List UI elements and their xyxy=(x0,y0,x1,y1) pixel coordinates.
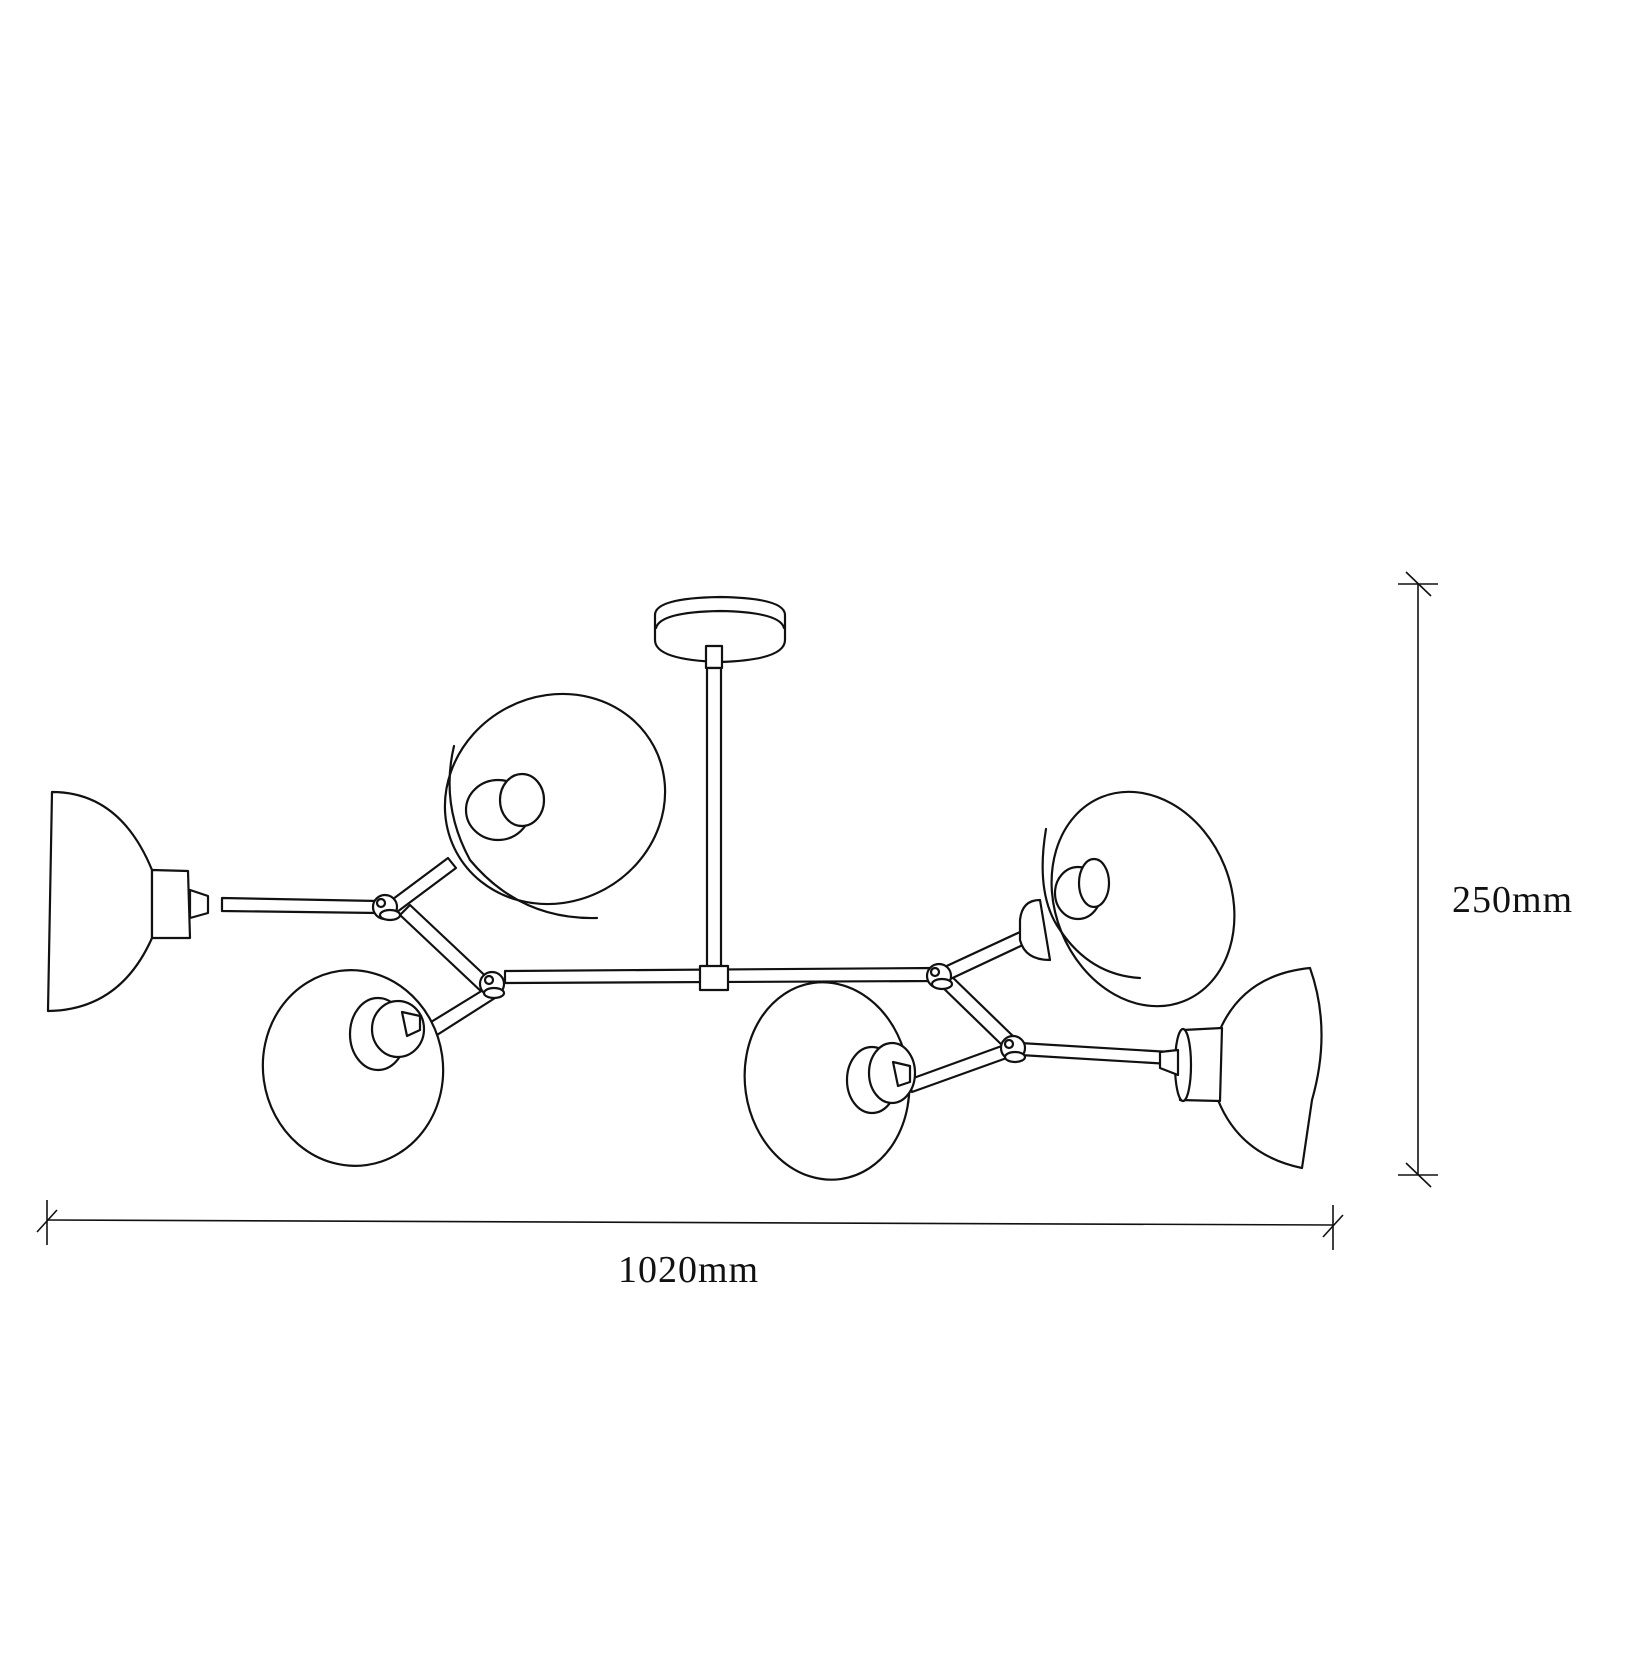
shade-lower-left xyxy=(261,969,445,1167)
height-dimension-line xyxy=(1398,571,1438,1188)
main-bar xyxy=(503,964,937,992)
shade-far-right xyxy=(1158,966,1323,1170)
shade-upper-right xyxy=(1018,790,1236,1008)
left-branch xyxy=(220,856,506,1044)
shade-lower-middle xyxy=(743,981,917,1181)
width-dimension-label: 1020mm xyxy=(618,1249,760,1291)
width-dimension-line xyxy=(36,1200,1344,1250)
down-rod xyxy=(704,644,724,972)
center-hub xyxy=(698,964,730,992)
shade-far-left xyxy=(46,790,210,1013)
shade-upper-left xyxy=(443,692,667,920)
ceiling-canopy xyxy=(653,595,787,664)
height-dimension-label: 250mm xyxy=(1452,879,1574,921)
